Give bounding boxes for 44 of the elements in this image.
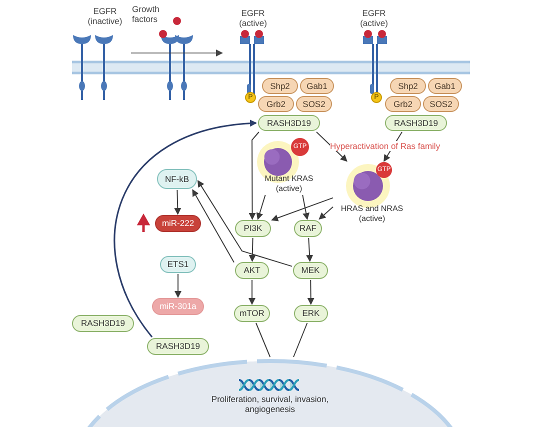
protein-pill: SOS2 [296, 96, 332, 112]
arrow [302, 194, 310, 220]
arrow [174, 274, 182, 298]
protein-pill: RASH3D19 [258, 115, 320, 131]
annotation-label: Growth factors [132, 4, 160, 24]
protein-pill: Grb2 [258, 96, 294, 112]
mirna-pill: miR-301a [152, 298, 204, 315]
arrow [197, 180, 292, 267]
arrow [307, 280, 314, 305]
protein-pill: RAF [294, 220, 322, 237]
protein-pill: mTOR [234, 305, 270, 322]
outcome-text: Proliferation, survival, invasion, angiogenesis [210, 394, 330, 414]
protein-pill: ERK [294, 305, 328, 322]
protein-pill: RASH3D19 [147, 338, 209, 355]
arrow [248, 238, 256, 262]
protein-pill: Shp2 [262, 78, 298, 94]
protein-pill: Gab1 [300, 78, 334, 94]
protein-pill: Grb2 [385, 96, 421, 112]
protein-pill: NF-kB [157, 169, 197, 189]
protein-pill: RASH3D19 [385, 115, 447, 131]
annotation-label: EGFR (inactive) [86, 6, 124, 26]
protein-pill: Shp2 [390, 78, 426, 94]
arrow [114, 120, 257, 338]
arrow [248, 280, 256, 305]
protein-pill: RASH3D19 [72, 315, 134, 332]
protein-pill: MEK [293, 262, 328, 279]
annotation-label: EGFR (active) [359, 8, 389, 28]
protein-pill: ETS1 [160, 256, 196, 273]
annotation-label: EGFR (active) [238, 8, 268, 28]
protein-pill: Gab1 [428, 78, 462, 94]
protein-pill: SOS2 [423, 96, 459, 112]
arrow [306, 238, 314, 262]
arrow [256, 194, 266, 220]
protein-pill: AKT [235, 262, 269, 279]
protein-pill: PI3K [235, 220, 271, 237]
arrow [316, 132, 348, 162]
protein-label: HRAS and NRAS (active) [340, 204, 404, 224]
arrow [318, 206, 334, 220]
protein-label: Mutant KRAS (active) [264, 174, 314, 194]
arrow [248, 132, 260, 220]
mirna-pill: miR-222 [155, 215, 201, 232]
arrow [271, 197, 334, 222]
arrow [192, 189, 234, 263]
arrow [174, 190, 182, 215]
